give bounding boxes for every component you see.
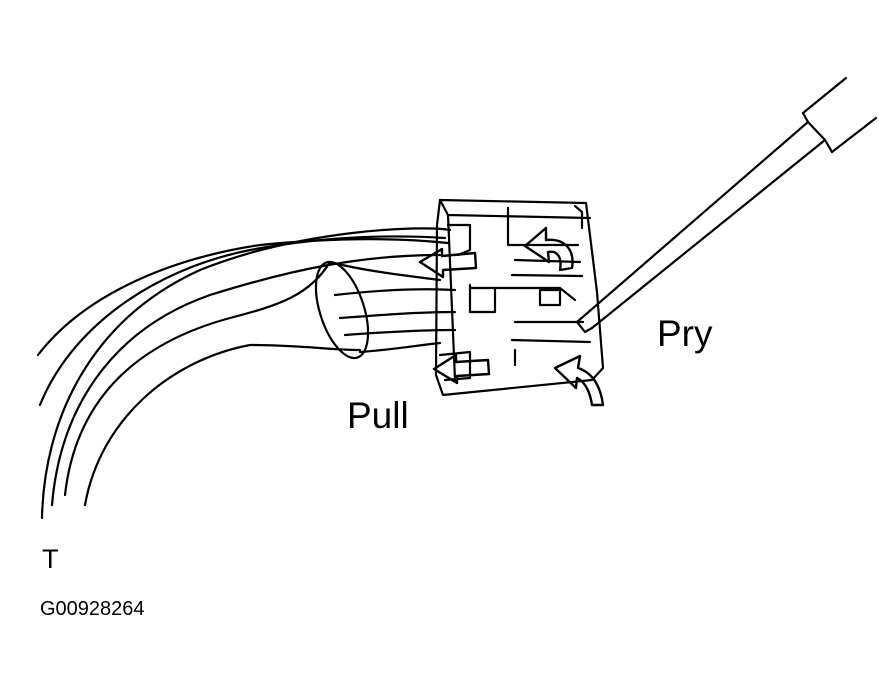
- wire-strand: [40, 227, 452, 520]
- boot-inner-wire: [338, 310, 457, 320]
- pry-arrow-upper: [523, 226, 574, 272]
- wire-boot: [314, 260, 457, 360]
- housing-lock: [446, 223, 472, 257]
- screwdriver-handle: [830, 116, 878, 154]
- housing-slot: [538, 288, 562, 307]
- pry-label: Pry: [657, 313, 713, 354]
- screwdriver-shaft: [575, 120, 810, 324]
- boot-opening: [314, 260, 370, 360]
- screwdriver-handle: [801, 76, 848, 115]
- housing-outline: [434, 198, 605, 397]
- housing-rib: [510, 338, 592, 344]
- pull-arrow-lower: [432, 353, 491, 385]
- wire-strand: [83, 343, 362, 507]
- boot-body: [328, 260, 442, 282]
- wire-strand: [36, 238, 450, 357]
- housing-left-face: [446, 213, 457, 382]
- connector-housing: [434, 198, 605, 397]
- screwdriver-shaft: [590, 138, 827, 330]
- screwdriver-tip: [575, 320, 594, 334]
- pry-arrow-lower: [553, 354, 605, 407]
- housing-rib: [506, 206, 580, 247]
- screwdriver-handle: [801, 111, 834, 154]
- housing-rib: [510, 273, 584, 278]
- housing-slot: [573, 204, 584, 230]
- housing-slot: [468, 283, 497, 314]
- pull-arrows: [418, 247, 491, 385]
- pull-label: Pull: [347, 395, 409, 436]
- wire-strand: [50, 253, 442, 507]
- housing-rib: [468, 286, 577, 302]
- boot-inner-wire: [343, 328, 457, 337]
- screwdriver: [575, 76, 878, 334]
- pry-arrows: [523, 226, 605, 407]
- terminal-label: T: [42, 544, 59, 574]
- boot-body: [358, 341, 442, 354]
- boot-inner-wire: [333, 288, 457, 297]
- pull-arrow-upper: [418, 247, 478, 279]
- wire-harness: [36, 227, 452, 520]
- wire-strand: [38, 235, 447, 407]
- figure-id-label: G00928264: [40, 598, 145, 620]
- wire-strand: [63, 260, 332, 497]
